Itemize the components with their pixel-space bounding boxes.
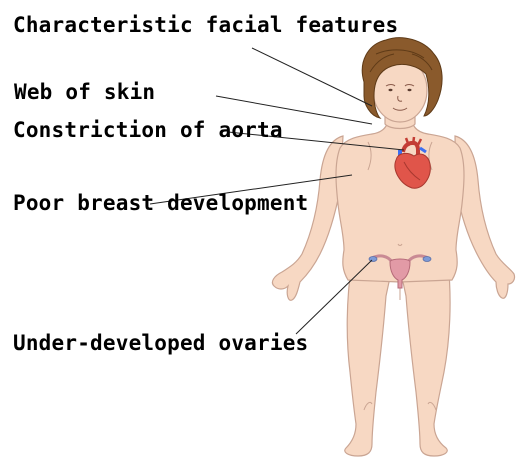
label-web-of-skin: Web of skin bbox=[14, 80, 155, 104]
label-constriction-of-aorta: Constriction of aorta bbox=[13, 118, 283, 142]
right-arm bbox=[455, 136, 515, 298]
torso bbox=[336, 118, 464, 282]
label-poor-breast-development: Poor breast development bbox=[13, 191, 308, 215]
label-characteristic-facial-features: Characteristic facial features bbox=[13, 13, 398, 37]
left-leg bbox=[345, 262, 392, 456]
leader-line-facial-features bbox=[252, 48, 372, 106]
left-arm bbox=[272, 136, 343, 300]
body-figure bbox=[272, 58, 514, 456]
right-leg bbox=[400, 262, 450, 456]
label-under-developed-ovaries: Under-developed ovaries bbox=[13, 331, 308, 355]
